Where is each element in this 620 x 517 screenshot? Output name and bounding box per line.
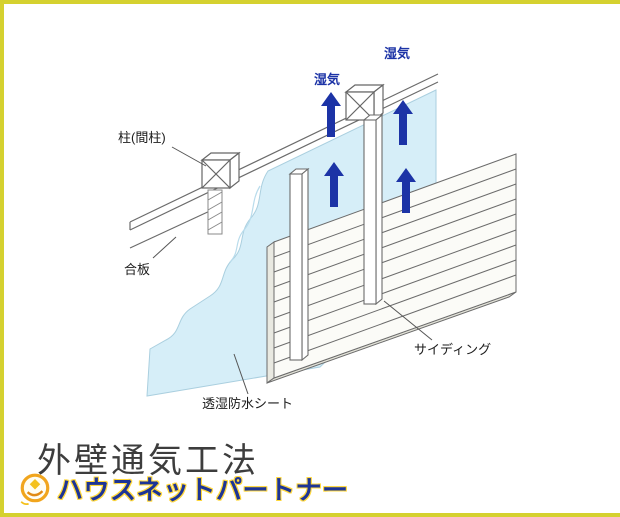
plywood-lower-edge: [129, 209, 213, 249]
up-arrow-icon: [396, 168, 416, 213]
hatch-line: [207, 211, 223, 221]
sheet-fold-line: [229, 185, 261, 263]
brand-name: ハウスネットパートナー: [57, 475, 349, 505]
method-title: 外壁通気工法: [37, 443, 259, 480]
stud-x-line: [201, 159, 231, 189]
logo-swoosh: [26, 489, 44, 496]
hatch-outline: [207, 189, 223, 235]
siding-plank-line: [273, 213, 517, 303]
moisture-label-right: 湿気: [384, 46, 410, 61]
plywood-label: 合板: [124, 262, 150, 277]
diagram-canvas: 柱(間柱) 合板 透湿防水シート サイディング 湿気 湿気: [118, 46, 517, 411]
stud-cube-left: [200, 151, 241, 190]
logo-diamond: [29, 478, 41, 489]
furring-strip-left: [288, 167, 310, 362]
siding-plank-line: [273, 274, 517, 364]
siding-plank-line: [273, 229, 517, 319]
siding-left-thickness: [266, 241, 275, 384]
stud-side-face: [229, 151, 240, 190]
moisture-label-left: 湿気: [314, 72, 340, 87]
plywood-pointer-line: [152, 236, 177, 259]
siding-panel: [266, 153, 517, 384]
brand-row: ハウスネットパートナー: [18, 470, 349, 507]
up-arrow-icon: [324, 162, 344, 207]
furring-side-face: [301, 167, 309, 362]
furring-side-face: [375, 113, 383, 306]
furring-front-face: [289, 173, 303, 361]
brand-logo-icon: [20, 473, 50, 505]
plywood-edge-bottom: [129, 81, 439, 231]
siding-pointer-line: [383, 300, 433, 341]
pillar-label: 柱(間柱): [118, 130, 166, 145]
plywood-edge-lines: [129, 73, 439, 249]
siding-plank-line: [273, 259, 517, 349]
stud-hatch-strip: [207, 189, 223, 235]
siding-plank-line: [273, 168, 517, 258]
siding-label: サイディング: [414, 342, 491, 357]
stud-x-line: [345, 91, 375, 121]
stud-cube-right: [344, 83, 385, 122]
label-pointer-lines: [152, 146, 433, 395]
up-arrow-icon: [393, 100, 413, 145]
furring-strip-right: [362, 113, 384, 306]
up-arrow-icon: [321, 92, 341, 137]
plywood-edge-top: [129, 73, 439, 223]
siding-plank-line: [273, 183, 517, 273]
hatch-line: [207, 191, 223, 201]
hatch-line: [207, 201, 223, 211]
siding-plank-line: [273, 198, 517, 288]
sheet-label: 透湿防水シート: [202, 396, 293, 411]
hatch-line: [207, 221, 223, 231]
moisture-arrows: [321, 92, 416, 213]
sheet-pointer-line: [233, 353, 249, 395]
furring-front-face: [363, 119, 377, 305]
logo-flourish: [20, 500, 29, 505]
pillar-pointer-line: [171, 146, 207, 167]
siding-plank-line: [273, 244, 517, 334]
